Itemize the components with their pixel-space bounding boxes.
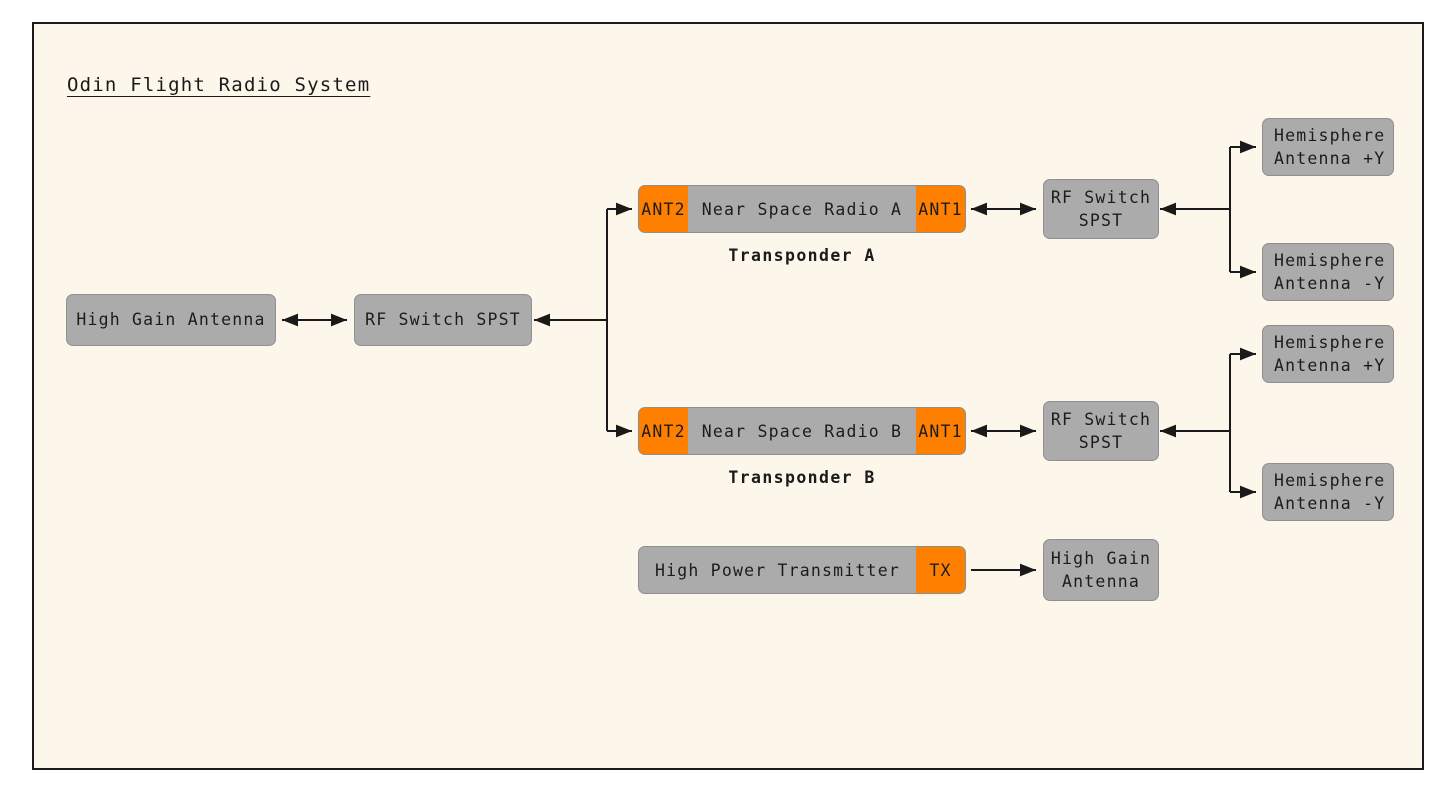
connector-layer — [282, 140, 1256, 577]
radio-body[interactable]: Near Space Radio B — [688, 408, 916, 454]
port-ant2[interactable]: ANT2 — [639, 186, 688, 232]
block-hemisphere-antenna-a-minus-y[interactable]: Hemisphere Antenna -Y — [1262, 243, 1394, 301]
block-hemisphere-antenna-a-plus-y[interactable]: Hemisphere Antenna +Y — [1262, 118, 1394, 176]
block-transponder-b[interactable]: ANT2 Near Space Radio B ANT1 — [638, 407, 966, 455]
block-label: High Gain Antenna — [76, 310, 266, 330]
block-high-power-transmitter[interactable]: High Power Transmitter TX — [638, 546, 966, 594]
radio-label: Near Space Radio B — [701, 421, 903, 441]
port-label: ANT1 — [918, 199, 963, 219]
block-label: Hemisphere Antenna -Y — [1274, 470, 1386, 513]
block-label: Hemisphere Antenna +Y — [1274, 332, 1386, 375]
block-transponder-a[interactable]: ANT2 Near Space Radio A ANT1 — [638, 185, 966, 233]
block-label: RF Switch SPST — [365, 310, 521, 330]
caption-transponder-b: Transponder B — [728, 468, 876, 487]
block-rf-switch-a[interactable]: RF Switch SPST — [1043, 179, 1159, 239]
port-label: ANT2 — [641, 199, 686, 219]
block-hemisphere-antenna-b-minus-y[interactable]: Hemisphere Antenna -Y — [1262, 463, 1394, 521]
caption-transponder-a: Transponder A — [728, 246, 876, 265]
port-label: TX — [929, 560, 952, 580]
port-label: ANT2 — [641, 421, 686, 441]
port-ant2[interactable]: ANT2 — [639, 408, 688, 454]
radio-label: Near Space Radio A — [701, 199, 903, 219]
port-ant1[interactable]: ANT1 — [916, 186, 965, 232]
block-label: Hemisphere Antenna +Y — [1274, 125, 1386, 168]
port-label: ANT1 — [918, 421, 963, 441]
block-rf-switch-main[interactable]: RF Switch SPST — [354, 294, 532, 346]
transmitter-label: High Power Transmitter — [655, 560, 900, 580]
block-label: RF Switch SPST — [1050, 409, 1152, 452]
block-hemisphere-antenna-b-plus-y[interactable]: Hemisphere Antenna +Y — [1262, 325, 1394, 383]
block-label: Hemisphere Antenna -Y — [1274, 250, 1386, 293]
block-label: RF Switch SPST — [1050, 187, 1152, 230]
block-high-gain-antenna-rx[interactable]: High Gain Antenna — [66, 294, 276, 346]
port-ant1[interactable]: ANT1 — [916, 408, 965, 454]
diagram-title: Odin Flight Radio System — [67, 74, 371, 96]
block-label: High Gain Antenna — [1050, 548, 1152, 591]
block-high-gain-antenna-tx[interactable]: High Gain Antenna — [1043, 539, 1159, 601]
radio-body[interactable]: Near Space Radio A — [688, 186, 916, 232]
block-rf-switch-b[interactable]: RF Switch SPST — [1043, 401, 1159, 461]
port-tx[interactable]: TX — [916, 547, 965, 593]
transmitter-body[interactable]: High Power Transmitter — [639, 547, 916, 593]
diagram-frame: Odin Flight Radio System High Gain Anten… — [32, 22, 1424, 770]
